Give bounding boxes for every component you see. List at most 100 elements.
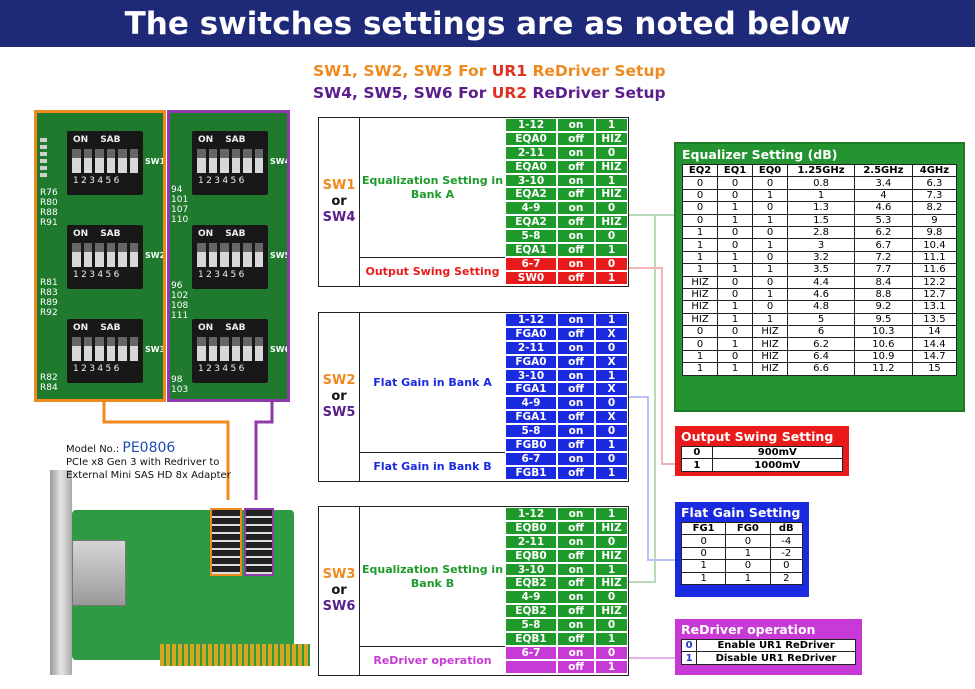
switch-setting-cell: off: [557, 215, 595, 230]
switch-label-sw5: SW5: [270, 251, 290, 260]
table-header-cell: FG1: [680, 521, 727, 536]
switch-setting-cell: 3-10: [505, 173, 557, 188]
switch-setting-cell: 2-11: [505, 145, 557, 160]
resistor-labels-3: R82 R84: [40, 373, 58, 393]
resistor-label: 98: [171, 375, 183, 385]
dip-sab-label: SAB: [225, 135, 246, 145]
dip-number-labels: 123456: [198, 364, 247, 374]
switch-setting-cell: off: [557, 548, 595, 563]
switch-setting-cell: off: [557, 326, 595, 341]
switch-setting-cell: 1: [595, 270, 628, 285]
subtitle-ur2-prefix: SW4, SW5, SW6 For: [313, 84, 492, 102]
resistor-label: R88: [40, 208, 58, 218]
table-cell: 5: [787, 312, 855, 327]
switch-setting-cell: EQB0: [505, 548, 557, 563]
switch-setting-cell: 0: [595, 451, 628, 466]
switch-setting-cell: on: [557, 534, 595, 549]
switch-setting-cell: on: [557, 645, 595, 660]
table-cell: 0: [752, 275, 789, 289]
switch-setting-cell: off: [557, 632, 595, 646]
table-cell: 0: [752, 300, 789, 314]
table-header-cell: 2.5GHz: [853, 163, 913, 178]
switch-setting-cell: 5-8: [505, 424, 557, 439]
table-cell: 0: [681, 325, 719, 339]
table-cell: -4: [769, 534, 804, 548]
table-cell: 0: [725, 534, 771, 548]
model-label: Model No.:: [66, 444, 120, 455]
switch-setting-cell: off: [557, 576, 595, 591]
resistor-label: 103: [171, 385, 189, 395]
switch-setting-cell: 1: [595, 173, 628, 188]
table-cell: 2.8: [787, 225, 855, 240]
table-cell: 7.2: [853, 250, 913, 265]
switch-setting-cell: EQA0: [505, 159, 557, 174]
connector-orange: [102, 399, 230, 500]
switch-setting-cell: 4-9: [505, 396, 557, 411]
switch-setting-cell: 1: [595, 243, 628, 257]
table-cell: 1: [681, 250, 719, 265]
table-cell: 900mV: [711, 445, 844, 460]
resistor-label: R89: [40, 298, 58, 308]
switch-setting-cell: 6-7: [505, 256, 557, 271]
page-title: The switches settings are as noted below: [0, 0, 975, 47]
table-cell: 5.3: [853, 213, 913, 227]
table-cell: 0: [752, 250, 789, 265]
table-cell: 1: [681, 263, 719, 277]
switch-setting-cell: 1: [595, 438, 628, 452]
resistor-label: 101: [171, 195, 189, 205]
resistor-label: R81: [40, 278, 58, 288]
table-header-cell: 4GHz: [911, 163, 958, 178]
table-cell: 0: [717, 275, 754, 289]
pcie-card-image: [50, 470, 310, 675]
table-cell: 3: [787, 238, 855, 252]
photo-switches-ur1: R76 R80 R88 R91 R81 R83 R89 R92 R82 R84 …: [34, 110, 166, 402]
switch-setting-cell: on: [557, 562, 595, 577]
dip-number-labels: 123456: [73, 364, 122, 374]
switch-setting-cell: HIZ: [595, 215, 628, 230]
table-cell: 0: [752, 225, 789, 240]
switch-setting-cell: 4-9: [505, 590, 557, 605]
resistor-label: R76: [40, 188, 58, 198]
dip-sab-label: SAB: [100, 229, 121, 239]
block-description: Equalization Setting in Bank A: [360, 118, 505, 258]
switch-setting-cell: X: [595, 382, 628, 397]
switch-setting-cell: off: [557, 382, 595, 397]
table-cell: 0.8: [787, 176, 855, 190]
table-cell: 2: [769, 571, 804, 585]
switch-setting-cell: on: [557, 256, 595, 271]
switch-setting-cell: 1-12: [505, 313, 557, 327]
switch-id-or: or: [331, 583, 347, 598]
table-cell: 8.4: [853, 275, 913, 289]
table-cell: 10.4: [911, 238, 958, 252]
table-cell: -2: [769, 546, 804, 561]
resistor-label: 107: [171, 205, 189, 215]
table-cell: 1: [717, 263, 754, 277]
table-cell: 12.2: [911, 275, 958, 289]
switch-setting-cell: on: [557, 396, 595, 411]
resistor-label: 96: [171, 281, 183, 291]
